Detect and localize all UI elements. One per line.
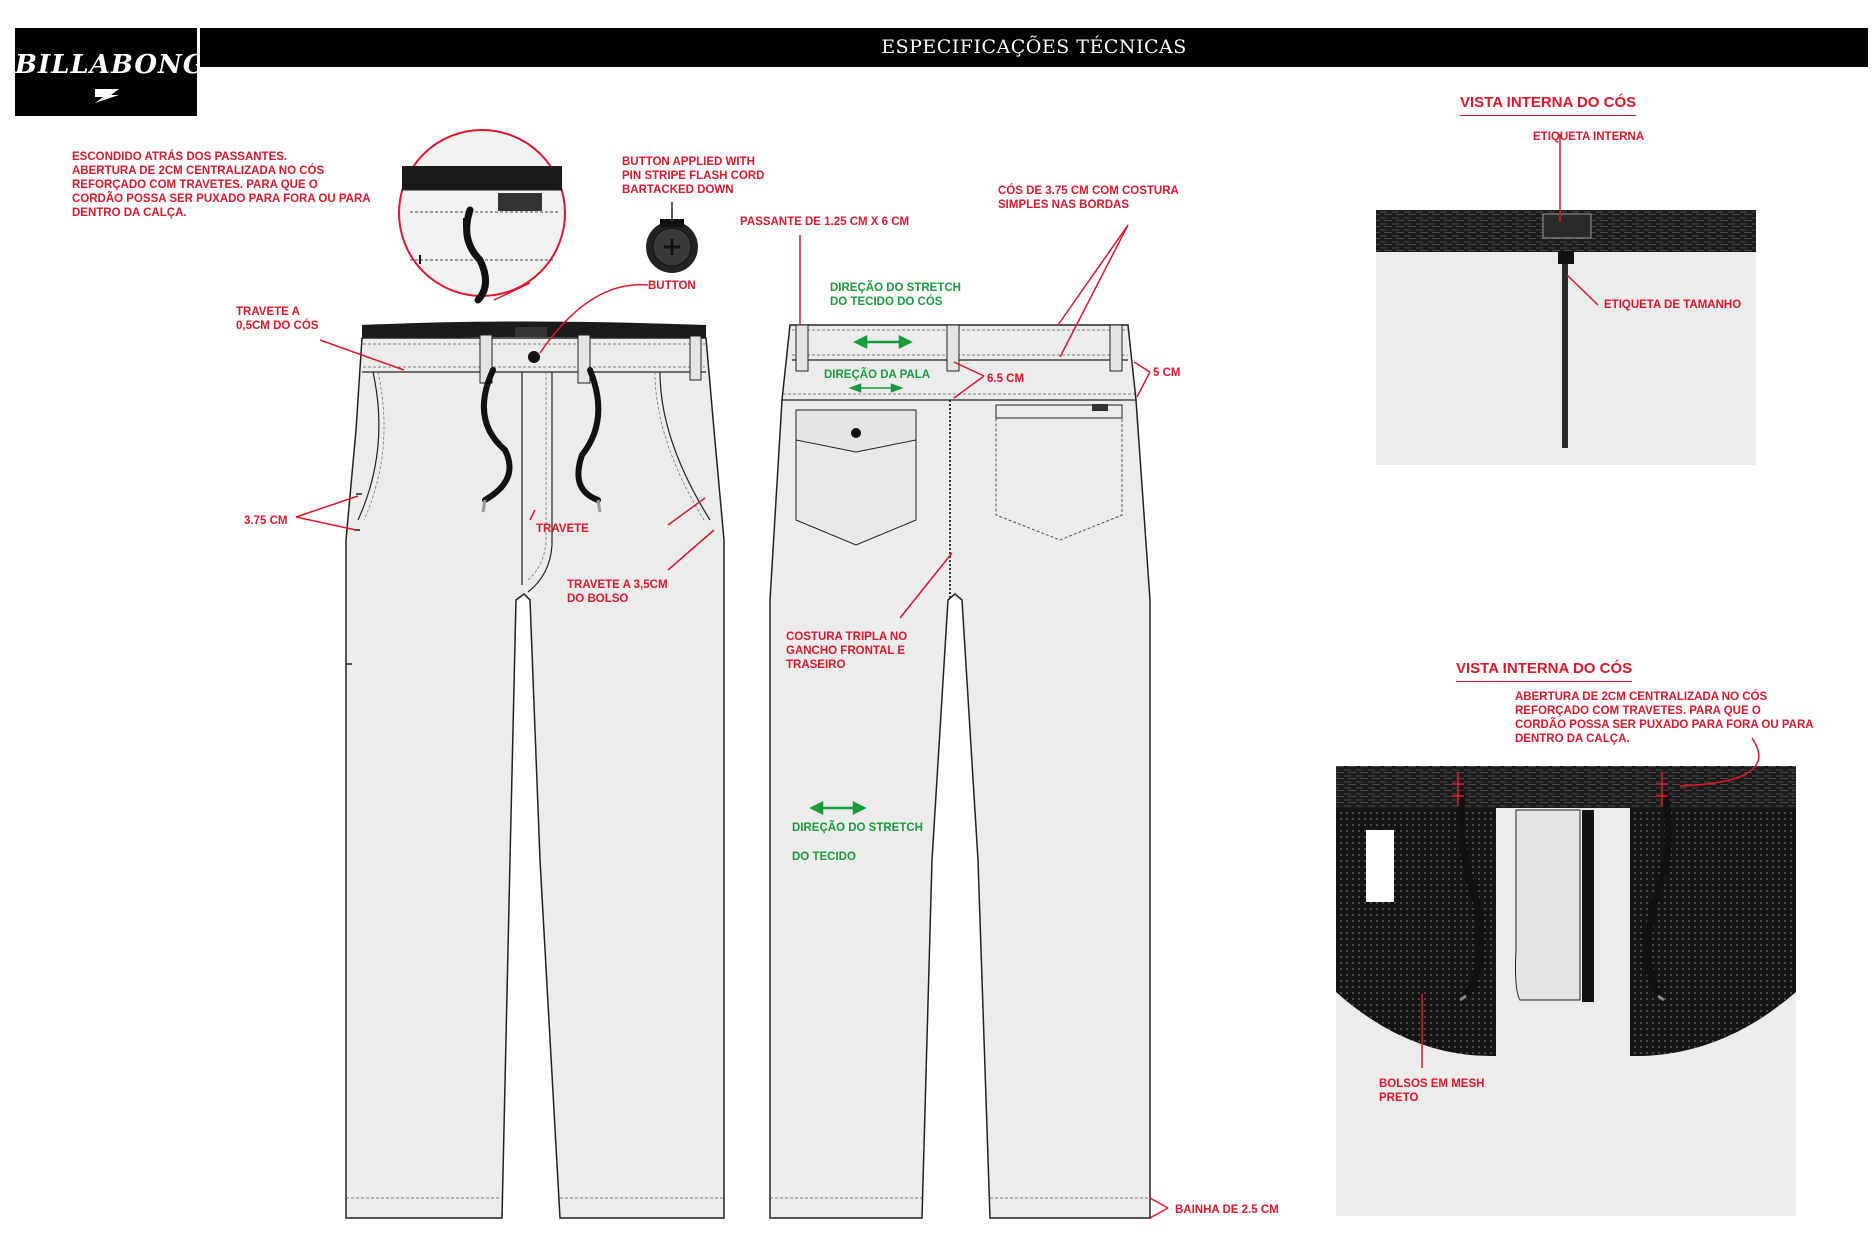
zoom-detail — [398, 129, 566, 304]
brand-mark-icon — [95, 89, 119, 103]
note-hem: BAINHA DE 2.5 CM — [1175, 1204, 1279, 1216]
note-belt-loop: PASSANTE DE 1.25 CM X 6 CM — [740, 216, 910, 228]
front-leaders — [295, 339, 715, 571]
brand-logo: BILLABONG — [15, 28, 206, 116]
stretch-arrows — [809, 334, 913, 816]
brand-logo-text: BILLABONG — [15, 50, 206, 80]
note-waistband: CÓS DE 3.75 CM COM COSTURA SIMPLES NAS B… — [998, 185, 1179, 211]
note-hidden-loops: ESCONDIDO ATRÁS DOS PASSANTES. ABERTURA … — [72, 151, 371, 219]
note-waist-height: 5 CM — [1153, 367, 1181, 379]
back-leaders — [799, 224, 1169, 1219]
note-button-applied: BUTTON APPLIED WITH PIN STRIPE FLASH COR… — [622, 156, 765, 196]
note-triple-stitch: COSTURA TRIPLA NO GANCHO FRONTAL E TRASE… — [786, 631, 908, 671]
inner-view-top — [1376, 134, 1756, 465]
note-pocket-width: 3.75 CM — [244, 515, 288, 527]
note-yoke-direction: DIREÇÃO DA PALA — [824, 369, 931, 381]
front-view — [345, 321, 725, 1219]
note-mesh-pockets: BOLSOS EM MESH PRETO — [1379, 1078, 1485, 1104]
note-opening: ABERTURA DE 2CM CENTRALIZADA NO CÓS REFO… — [1515, 691, 1814, 745]
note-stretch-fabric-1: DIREÇÃO DO STRETCH — [792, 822, 923, 834]
back-view — [769, 324, 1151, 1219]
inner-top-title: VISTA INTERNA DO CÓS — [1460, 94, 1637, 116]
note-bartack-waist: TRAVETE A 0,5CM DO CÓS — [236, 306, 319, 332]
button-detail — [539, 202, 698, 354]
note-bartack-pocket: TRAVETE A 3,5CM DO BOLSO — [567, 579, 668, 605]
note-stretch-waist: DIREÇÃO DO STRETCH DO TECIDO DO CÓS — [830, 282, 961, 308]
inner-bottom-title: VISTA INTERNA DO CÓS — [1456, 660, 1633, 682]
note-yoke-height: 6.5 CM — [987, 373, 1025, 385]
note-size-label: ETIQUETA DE TAMANHO — [1604, 299, 1742, 311]
inner-view-bottom — [1336, 737, 1796, 1216]
note-bartack: TRAVETE — [536, 523, 589, 535]
note-inner-label: ETIQUETA INTERNA — [1533, 131, 1645, 143]
note-stretch-fabric-2: DO TECIDO — [792, 851, 856, 863]
note-button: BUTTON — [648, 280, 696, 292]
page-title: ESPECIFICAÇÕES TÉCNICAS — [200, 28, 1868, 67]
